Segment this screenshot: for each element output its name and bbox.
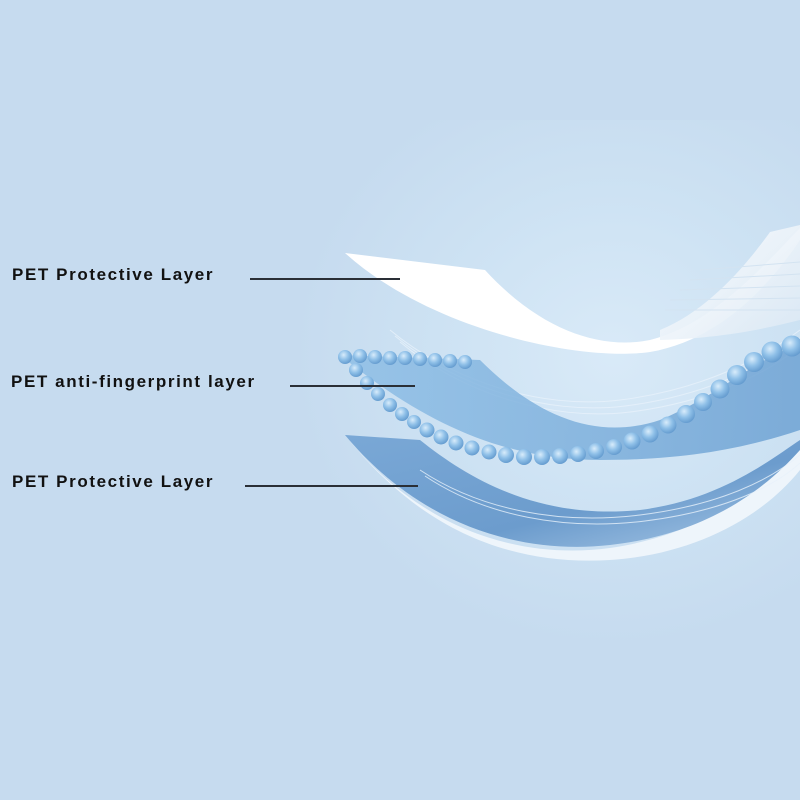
label-top-protective-layer: PET Protective Layer	[12, 265, 215, 284]
leader-line-middle	[290, 385, 415, 387]
anti-fingerprint-layer	[338, 335, 800, 465]
leader-line-bottom	[245, 485, 418, 487]
label-bottom-protective-layer: PET Protective Layer	[12, 472, 215, 491]
label-anti-fingerprint-layer: PET anti-fingerprint layer	[11, 372, 256, 391]
top-protective-layer	[345, 225, 800, 354]
bottom-protective-layer	[345, 435, 800, 561]
leader-line-top	[250, 278, 400, 280]
